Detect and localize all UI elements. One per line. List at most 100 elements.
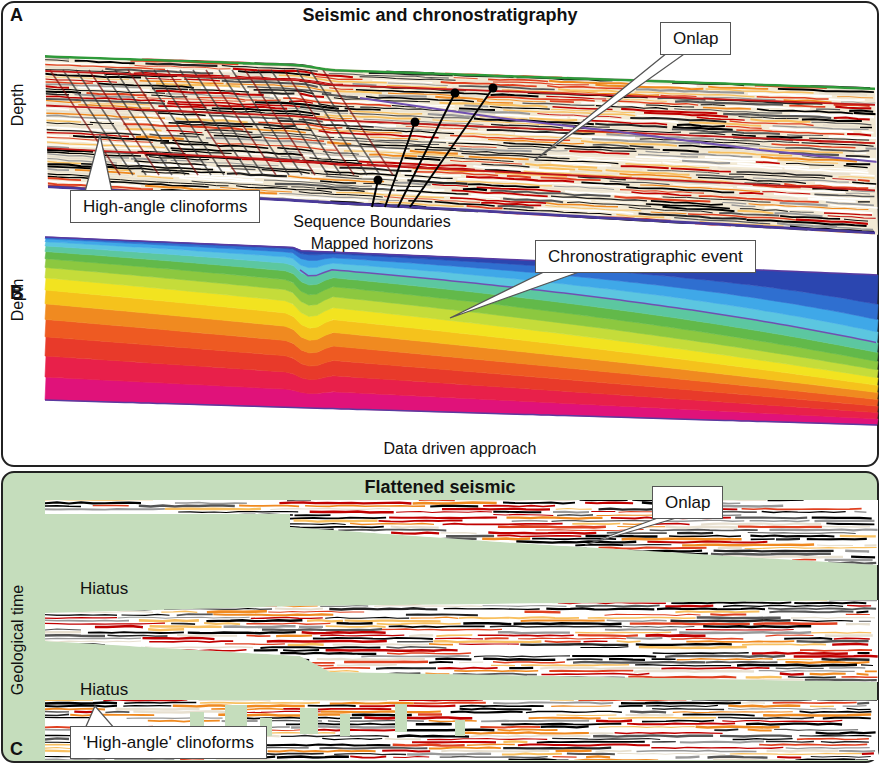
seismic-trace — [652, 658, 676, 660]
seismic-trace — [190, 670, 238, 673]
seismic-trace — [518, 161, 542, 164]
seismic-trace — [483, 505, 555, 508]
onlap-horizon — [360, 98, 878, 162]
horizon — [45, 71, 875, 105]
seismic-trace — [637, 750, 757, 751]
seismic-trace — [805, 678, 877, 681]
seismic-trace — [230, 558, 290, 561]
seismic-trace — [399, 700, 483, 701]
seismic-trace — [460, 650, 520, 651]
seismic-trace — [581, 141, 677, 146]
seismic-trace — [614, 197, 710, 202]
seismic-trace — [636, 148, 660, 150]
seismic-trace — [822, 658, 870, 661]
seismic-trace — [857, 702, 869, 705]
seismic-trace — [749, 562, 821, 564]
seismic-trace — [470, 735, 590, 736]
seismic-trace — [391, 527, 439, 528]
seismic-trace — [578, 169, 602, 171]
seismic-trace — [45, 142, 165, 148]
seismic-trace — [278, 518, 386, 519]
seismic-trace — [350, 523, 434, 524]
callout-text: High-angle clinoforms — [83, 196, 247, 217]
seismic-trace — [418, 713, 442, 715]
seismic-trace — [168, 531, 228, 534]
seismic-trace — [525, 164, 597, 168]
seismic-trace — [376, 667, 436, 670]
seismic-trace — [75, 61, 135, 64]
seismic-trace — [462, 722, 498, 725]
seismic-trace — [608, 717, 716, 720]
seismic-trace — [853, 723, 877, 724]
seismic-trace — [405, 726, 477, 728]
seismic-trace — [538, 559, 586, 560]
seismic-trace — [494, 699, 542, 701]
seismic-trace — [573, 683, 669, 684]
seismic-trace — [246, 623, 330, 624]
seismic-trace — [714, 728, 738, 731]
seismic-trace — [233, 514, 293, 516]
seismic-trace — [584, 641, 608, 643]
seismic-trace — [379, 553, 403, 556]
seismic-trace — [710, 613, 746, 616]
seismic-trace — [262, 599, 310, 600]
seismic-trace — [824, 213, 872, 215]
seismic-trace — [158, 535, 254, 538]
seismic-trace — [335, 546, 371, 549]
seismic-trace — [464, 105, 488, 106]
seismic-trace — [45, 511, 177, 512]
seismic-trace — [70, 715, 154, 716]
seismic-trace — [310, 510, 394, 513]
seismic-trace — [299, 192, 383, 197]
seismic-trace — [555, 505, 663, 506]
seismic-trace — [366, 610, 426, 613]
seismic-trace — [550, 699, 574, 701]
seismic-trace — [829, 136, 877, 138]
seismic-trace — [459, 662, 483, 664]
seismic-trace — [385, 738, 421, 740]
seismic-trace — [575, 544, 623, 547]
panel-title: Seismic and chronostratigraphy — [302, 4, 577, 26]
seismic-trace — [728, 709, 836, 710]
seismic-trace — [521, 664, 629, 666]
seismic-trace — [856, 759, 868, 761]
clinoform — [115, 70, 185, 175]
seismic-trace — [696, 727, 780, 728]
seismic-trace — [540, 668, 660, 669]
leader-line — [398, 93, 455, 207]
seismic-trace — [847, 708, 871, 709]
seismic-trace — [677, 658, 773, 660]
seismic-trace — [619, 756, 667, 758]
clinoform — [102, 70, 172, 175]
seismic-trace — [198, 520, 222, 522]
seismic-trace — [802, 119, 862, 121]
seismic-trace — [366, 670, 450, 673]
seismic-trace — [239, 505, 299, 508]
seismic-trace — [139, 548, 175, 549]
seismic-trace — [553, 756, 577, 758]
seismic-trace — [481, 601, 553, 604]
seismic-trace — [556, 749, 592, 752]
seismic-trace — [300, 94, 324, 98]
seismic-trace — [104, 176, 188, 181]
seismic-trace — [646, 204, 730, 209]
callout-text: 'High-angle' clinoforms — [83, 732, 254, 753]
seismic-trace — [737, 665, 857, 666]
seismic-trace — [370, 137, 418, 139]
seismic-trace — [408, 201, 432, 202]
seismic-trace — [830, 205, 878, 208]
leader-dot — [411, 118, 420, 127]
seismic-trace — [757, 97, 829, 99]
seismic-trace — [350, 756, 386, 757]
seismic-trace — [525, 652, 645, 655]
seismic-trace — [416, 723, 452, 726]
seismic-trace — [486, 552, 534, 555]
seismic-trace — [145, 64, 217, 66]
seismic-trace — [844, 166, 868, 168]
seismic-trace — [808, 199, 856, 202]
seismic-trace — [752, 652, 848, 655]
seismic-trace — [859, 621, 871, 622]
seismic-trace — [175, 502, 247, 503]
seismic-trace — [232, 169, 256, 170]
seismic-trace — [864, 646, 876, 648]
